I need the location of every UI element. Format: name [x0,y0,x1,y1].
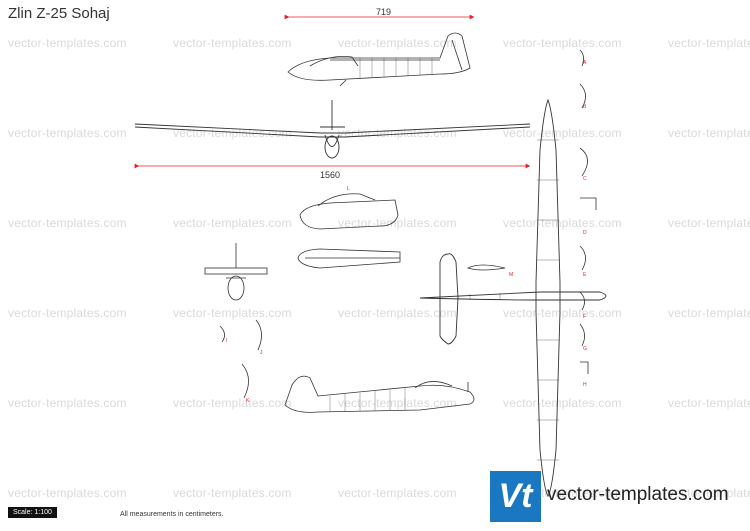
section-label: A [583,60,587,66]
airfoil-profile [466,264,506,271]
watermark-text: vector-templates.com [668,216,750,230]
watermark-text: vector-templates.com [173,396,292,410]
watermark-text: vector-templates.com [503,36,622,50]
watermark-text: vector-templates.com [8,126,127,140]
watermark-text: vector-templates.com [668,306,750,320]
section-label: J [260,350,263,356]
measurement-note: All measurements in centimeters. [120,511,224,518]
watermark-text: vector-templates.com [173,486,292,500]
page-title: Zlin Z-25 Sohaj [8,5,110,22]
section-label: D [583,230,587,236]
watermark-text: vector-templates.com [338,306,457,320]
front-view [134,100,531,159]
section-label: I [226,338,228,344]
watermark-text: vector-templates.com [668,36,750,50]
watermark-text: vector-templates.com [8,216,127,230]
side-view-cockpit [297,193,401,269]
section-label: K [246,398,250,404]
top-view [419,98,607,497]
side-view-bottom [284,375,475,413]
watermark-text: vector-templates.com [338,36,457,50]
section-label: C [583,176,587,182]
watermark-text: vector-templates.com [503,306,622,320]
small-front-view [204,243,268,301]
watermark-text: vector-templates.com [338,486,457,500]
watermark-text: vector-templates.com [668,396,750,410]
watermark-text: vector-templates.com [173,126,292,140]
section-label: L [347,186,350,192]
section-label: F [583,314,587,320]
section-label: H [583,382,587,388]
section-label: G [583,346,587,352]
watermark-text: vector-templates.com [173,306,292,320]
watermark-text: vector-templates.com [173,216,292,230]
watermark-text: vector-templates.com [8,486,127,500]
brand-logo-icon: Vt [490,471,541,522]
watermark-text: vector-templates.com [668,486,750,500]
scale-badge: Scale: 1:100 [8,507,57,518]
side-view-top [287,32,471,87]
watermark-text: vector-templates.com [668,126,750,140]
watermark-text: vector-templates.com [8,306,127,320]
section-profiles [219,49,597,399]
section-label: M [509,272,514,278]
watermark-text: vector-templates.com [8,396,127,410]
wingspan-dimension-label: 1560 [320,170,341,180]
section-label: B [583,104,587,110]
section-label: E [583,272,587,278]
watermark-text: vector-templates.com [338,396,457,410]
watermark-text: vector-templates.com [503,126,622,140]
length-dimension-label: 719 [376,7,392,17]
watermark-text: vector-templates.com [173,36,292,50]
brand-logo-text: vector-templates.com [547,484,729,505]
watermark-text: vector-templates.com [503,216,622,230]
watermark-text: vector-templates.com [338,126,457,140]
watermark-text: vector-templates.com [8,36,127,50]
logo-mark: Vt [498,477,533,515]
watermark-text: vector-templates.com [503,396,622,410]
